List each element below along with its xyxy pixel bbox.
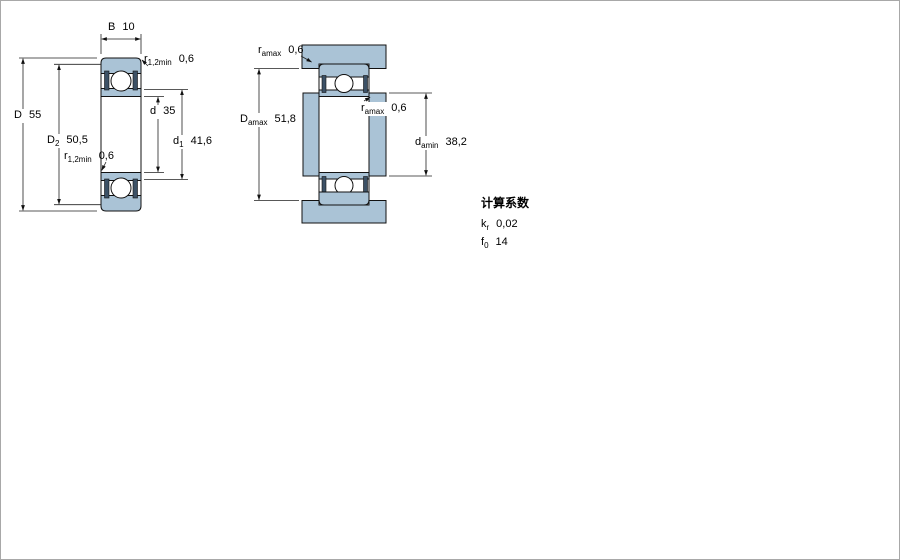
- ball-top-right-view: [334, 74, 354, 93]
- seal-bottom-left-right-view: [321, 176, 327, 194]
- calculation-factors-title: 计算系数: [481, 196, 530, 210]
- seal-top-left: [104, 70, 110, 91]
- leader-ra-top: [300, 55, 312, 63]
- leader-r-bottom: [101, 161, 107, 171]
- seal-bottom-right-right-view: [363, 176, 368, 194]
- housing-abutment-top: [301, 44, 387, 69]
- outer-ring-top-right-view: [318, 63, 370, 78]
- seal-top-right-right-view: [363, 75, 368, 93]
- bore-side-faces: [100, 96, 142, 173]
- outer-ring-top: [100, 57, 142, 74]
- seal-top-right: [132, 70, 138, 91]
- seal-top-left-right-view: [321, 75, 327, 93]
- leader-r-top: [141, 59, 149, 67]
- outer-ring-bottom: [100, 195, 142, 212]
- ball-top: [110, 70, 132, 92]
- ball-bottom: [110, 177, 132, 199]
- leader-ra-mid: [363, 96, 371, 102]
- right-view-mounting-drawing: [254, 44, 432, 224]
- seal-bottom-left: [104, 178, 110, 199]
- shaft-shoulder-left: [302, 92, 320, 177]
- outer-ring-bottom-right-view: [318, 191, 370, 206]
- seal-bottom-right: [132, 178, 138, 199]
- right-view-dimension-lines: [254, 55, 432, 201]
- housing-abutment-bottom: [301, 200, 387, 224]
